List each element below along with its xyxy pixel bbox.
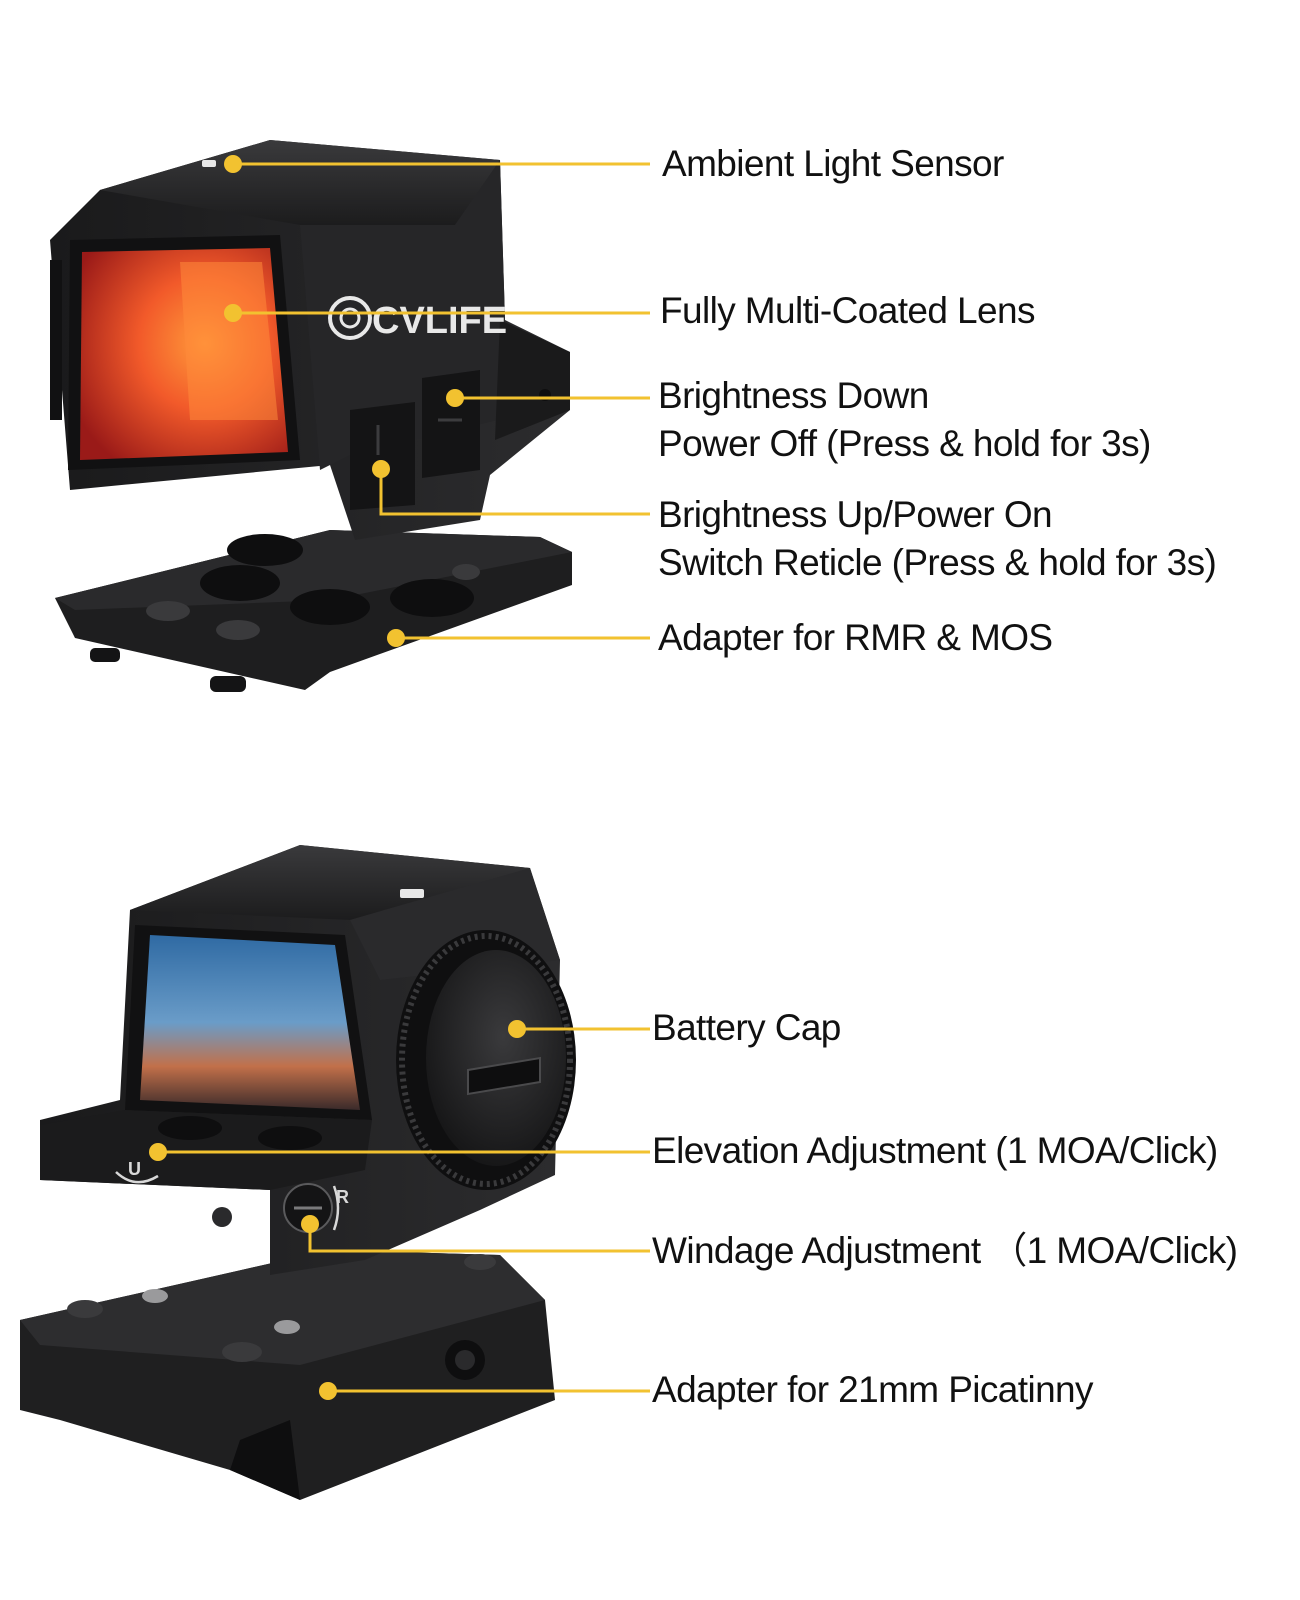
leader-dot-adapter-rmr	[387, 629, 405, 647]
logo-text: CVLIFE	[372, 300, 507, 342]
callout-line: Elevation Adjustment (1 MOA/Click)	[652, 1130, 1218, 1171]
callout-adapter-picatinny: Adapter for 21mm Picatinny	[652, 1366, 1292, 1414]
battery-cap[interactable]	[396, 930, 576, 1190]
windage-right-label: R	[336, 1187, 349, 1207]
rmr-adapter-plate	[55, 530, 572, 692]
callout-elevation: Elevation Adjustment (1 MOA/Click)	[652, 1127, 1292, 1175]
top-sight-body: CVLIFE	[50, 140, 570, 540]
callout-battery-cap: Battery Cap	[652, 1004, 1292, 1052]
callout-line: Windage Adjustment （1 MOA/Click)	[652, 1230, 1238, 1271]
windage-dial[interactable]: R	[283, 1183, 349, 1233]
leader-dot-windage	[301, 1215, 319, 1233]
elevation-up-label: U	[128, 1159, 141, 1179]
brightness-down-button[interactable]	[422, 370, 480, 478]
brightness-up-button[interactable]	[350, 402, 415, 510]
callout-ambient-light-sensor: Ambient Light Sensor	[662, 140, 1300, 188]
leader-dot-ambient-light-sensor	[224, 155, 242, 173]
callout-line: Ambient Light Sensor	[662, 143, 1004, 184]
leader-dot-brightness-up	[372, 460, 390, 478]
cvlife-logo: CVLIFE	[328, 296, 507, 342]
callout-line: Fully Multi-Coated Lens	[660, 290, 1035, 331]
callout-brightness-down: Brightness Down Power Off (Press & hold …	[658, 372, 1298, 468]
callout-brightness-up: Brightness Up/Power On Switch Reticle (P…	[658, 491, 1298, 587]
callout-line: Switch Reticle (Press & hold for 3s)	[658, 542, 1217, 583]
leader-dot-lens	[224, 304, 242, 322]
callout-line: Brightness Up/Power On	[658, 494, 1053, 535]
callout-line: Battery Cap	[652, 1007, 841, 1048]
top-sight: CVLIFE	[50, 140, 572, 692]
top-sensor-window	[400, 889, 424, 898]
callout-lens: Fully Multi-Coated Lens	[660, 287, 1300, 335]
callout-windage: Windage Adjustment （1 MOA/Click)	[652, 1227, 1292, 1275]
bottom-sight: U R	[20, 845, 576, 1500]
leader-line-brightness-up	[379, 469, 650, 516]
callout-adapter-rmr: Adapter for RMR & MOS	[658, 614, 1298, 662]
ambient-light-sensor-window	[202, 160, 216, 167]
callout-line: Adapter for 21mm Picatinny	[652, 1369, 1094, 1410]
callout-line: Power Off (Press & hold for 3s)	[658, 423, 1151, 464]
blue-lens	[140, 935, 360, 1110]
leader-dot-adapter-picatinny	[319, 1382, 337, 1400]
elevation-dial[interactable]: U	[115, 1159, 159, 1184]
leader-dot-battery-cap	[508, 1020, 526, 1038]
picatinny-adapter	[20, 1250, 555, 1500]
callout-line: Adapter for RMR & MOS	[658, 617, 1053, 658]
callout-line: Brightness Down	[658, 375, 929, 416]
bottom-sight-body: U R	[40, 845, 576, 1275]
leader-dot-elevation	[149, 1143, 167, 1161]
leader-lines	[149, 155, 650, 1400]
leader-dot-brightness-down	[446, 389, 464, 407]
